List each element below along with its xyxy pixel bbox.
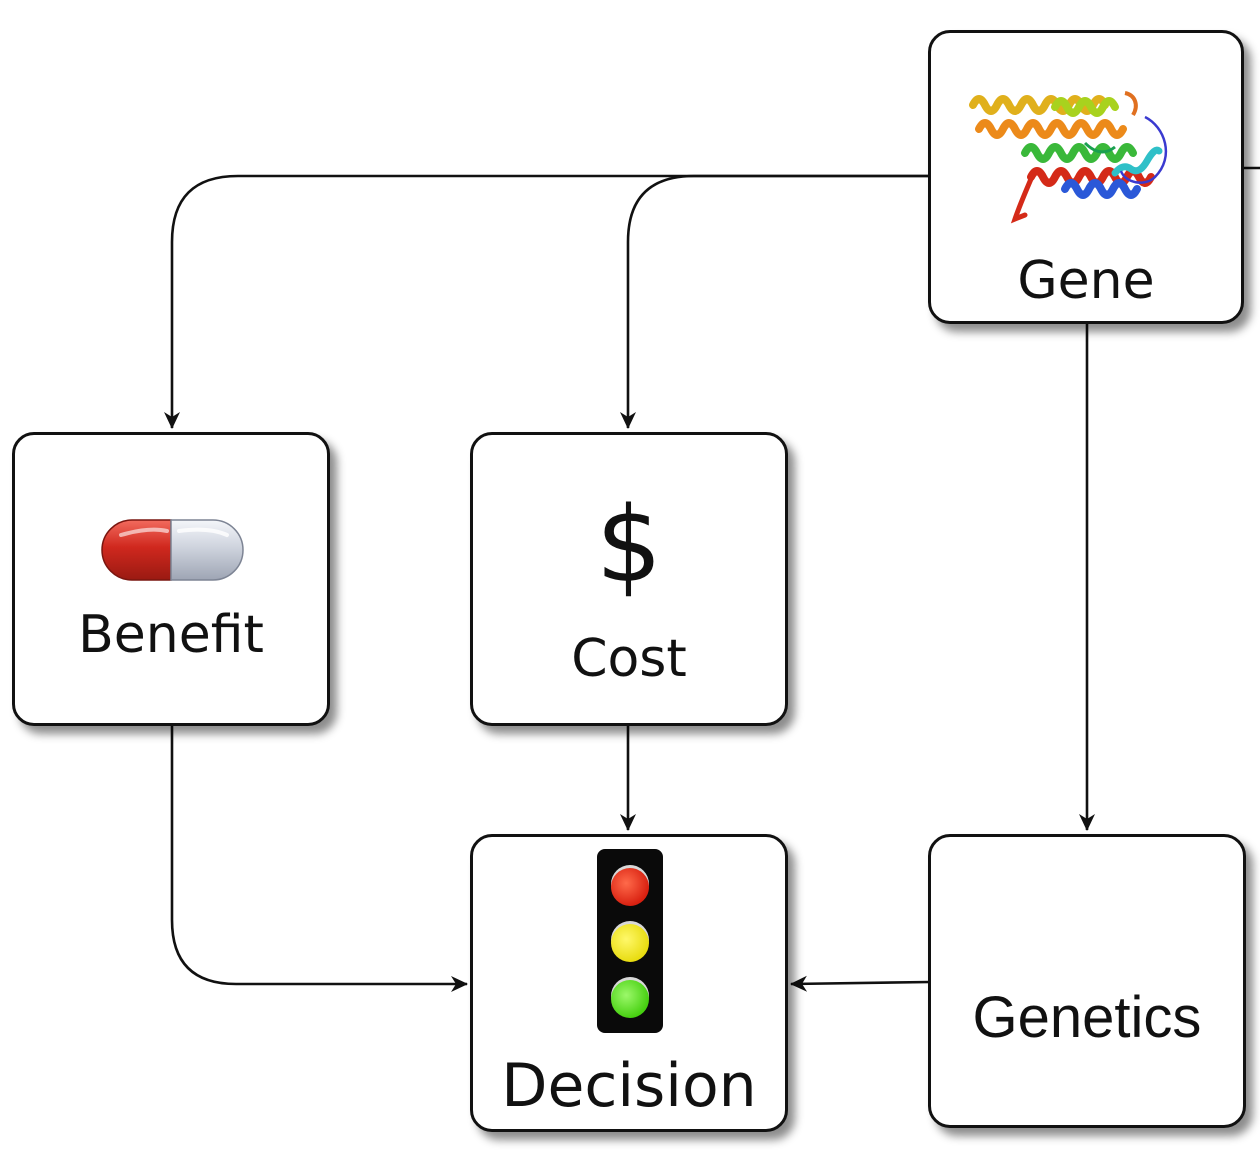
edge-genetics-to-decision <box>790 975 931 992</box>
edge-gene-to-cost <box>620 174 930 429</box>
dollar-sign-icon: $ <box>595 484 663 606</box>
protein-structure-icon <box>969 91 1168 224</box>
cost-node[interactable]: $ Cost <box>470 432 788 726</box>
decision-node[interactable]: Decision <box>470 834 788 1132</box>
benefit-node[interactable]: Benefit <box>12 432 330 726</box>
edge-benefit-to-decision <box>170 725 468 992</box>
gene-node[interactable]: Gene <box>928 30 1244 324</box>
benefit-label: Benefit <box>78 605 264 665</box>
pill-capsule-icon <box>101 519 244 581</box>
gene-label: Gene <box>1017 251 1155 311</box>
genetics-label: Genetics <box>972 985 1202 1050</box>
decision-label: Decision <box>501 1051 757 1121</box>
edge-gene-to-benefit <box>164 174 930 429</box>
genetics-node[interactable]: Genetics <box>928 834 1246 1128</box>
cost-label: Cost <box>571 629 687 689</box>
traffic-light-icon <box>597 849 663 1033</box>
